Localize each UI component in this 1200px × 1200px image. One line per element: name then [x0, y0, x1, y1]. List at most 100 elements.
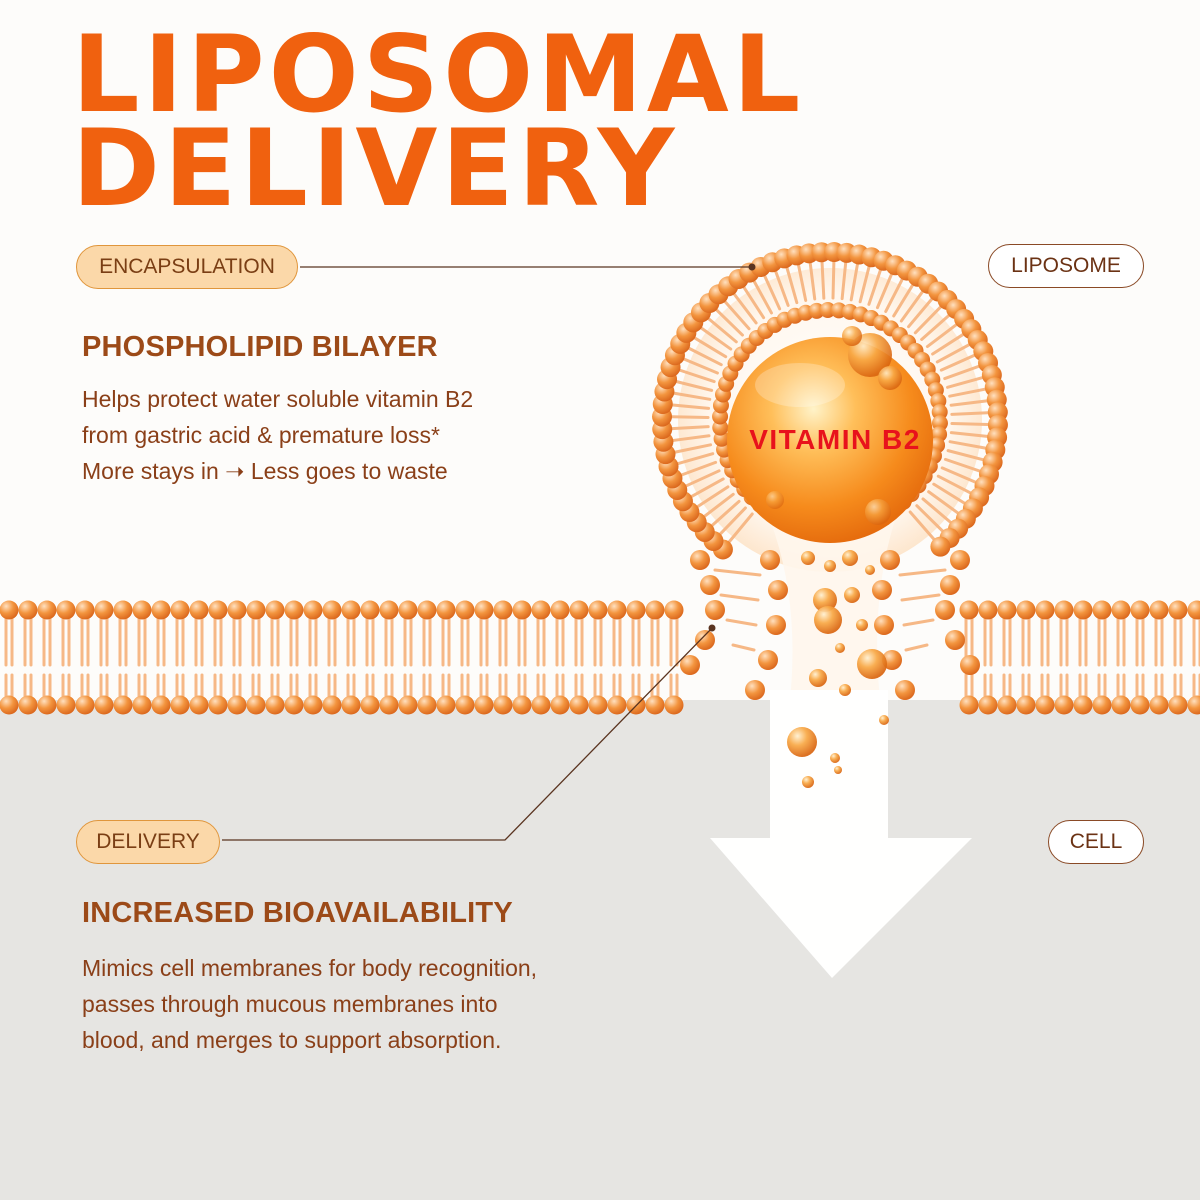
phospholipid-tail — [858, 265, 871, 304]
phospholipid-head — [170, 600, 190, 620]
background-top — [0, 0, 1200, 700]
phospholipid-head — [760, 550, 780, 570]
phospholipid-tail — [831, 260, 836, 300]
phospholipid-tail — [678, 368, 716, 384]
phospholipid-head — [690, 550, 710, 570]
phospholipid-tail — [899, 290, 924, 323]
phospholipid-head — [322, 600, 342, 620]
phospholipid-head — [322, 695, 342, 715]
phospholipid-tail — [670, 415, 710, 420]
phospholipid-tail — [670, 425, 710, 431]
phospholipid-head — [379, 600, 399, 620]
body-line: Helps protect water soluble vitamin B2 — [82, 386, 474, 412]
vitamin-droplet — [830, 753, 840, 763]
phospholipid-head — [978, 600, 998, 620]
vitamin-droplet — [839, 684, 851, 696]
phospholipid-tail — [875, 272, 893, 310]
phospholipid-head — [1187, 600, 1200, 620]
phospholipid-tail — [671, 403, 711, 410]
phospholipid-tail — [693, 336, 728, 359]
phospholipid-head — [882, 650, 902, 670]
vitamin-droplet — [824, 560, 836, 572]
phospholipid-head — [1187, 695, 1200, 715]
phospholipid-head — [895, 680, 915, 700]
phospholipid-head — [265, 695, 285, 715]
phospholipid-head — [151, 695, 171, 715]
phospholipid-head — [455, 695, 475, 715]
phospholipid-tail — [908, 510, 936, 541]
phospholipid-head — [645, 695, 665, 715]
phospholipid-bilayer-heading: PHOSPHOLIPID BILAYER — [82, 331, 438, 363]
phospholipid-head — [531, 695, 551, 715]
vitamin-droplet — [856, 619, 868, 631]
phospholipid-head — [303, 600, 323, 620]
phospholipid-head — [0, 600, 19, 620]
phospholipid-tail — [900, 593, 941, 602]
phospholipid-head — [930, 536, 951, 557]
phospholipid-head — [94, 600, 114, 620]
phospholipid-head — [75, 600, 95, 620]
delivery-leader-line — [222, 627, 713, 841]
phospholipid-tail — [699, 326, 733, 351]
phospholipid-head — [978, 695, 998, 715]
phospholipid-head — [766, 615, 786, 635]
phospholipid-head — [758, 650, 778, 670]
phospholipid-tail — [673, 443, 713, 454]
phospholipid-head — [1111, 600, 1131, 620]
vitamin-droplets — [787, 550, 889, 788]
phospholipid-head — [284, 695, 304, 715]
phospholipid-head — [872, 580, 892, 600]
vitamin-droplet — [801, 551, 815, 565]
phospholipid-head — [398, 600, 418, 620]
phospholipid-tail — [676, 452, 715, 466]
phospholipid-tail — [682, 357, 719, 375]
vitamin-droplet — [813, 588, 837, 612]
phospholipid-head — [1130, 695, 1150, 715]
phospholipid-head — [745, 680, 765, 700]
phospholipid-tail — [931, 333, 965, 356]
phospholipid-head — [474, 600, 494, 620]
phospholipid-tail — [935, 343, 971, 364]
delivery-arrow — [710, 690, 972, 978]
phospholipid-tail — [672, 391, 712, 401]
phospholipid-tail — [715, 308, 744, 337]
phospholipid-head — [246, 600, 266, 620]
phospholipid-head — [360, 600, 380, 620]
phospholipid-tail — [718, 506, 747, 536]
phospholipid-head — [588, 695, 608, 715]
vitamin-droplet — [809, 669, 827, 687]
phospholipid-head — [132, 695, 152, 715]
increased-bioavailability-heading: INCREASED BIOAVAILABILITY — [82, 897, 513, 929]
vitamin-droplet — [814, 606, 842, 634]
phospholipid-head — [664, 695, 684, 715]
phospholipid-tail — [946, 449, 985, 462]
phospholipid-tail — [849, 262, 859, 302]
phospholipid-tail — [675, 380, 714, 392]
phospholipid-head — [588, 600, 608, 620]
phospholipid-bilayer-text: Helps protect water soluble vitamin B2 f… — [82, 381, 473, 489]
phospholipid-head — [18, 600, 38, 620]
phospholipid-head — [246, 695, 266, 715]
phospholipid-tail — [902, 618, 935, 627]
phospholipid-head — [768, 580, 788, 600]
phospholipid-tail — [684, 469, 721, 488]
phospholipid-head — [512, 695, 532, 715]
phospholipid-head — [712, 419, 729, 436]
phospholipid-tail — [710, 499, 741, 527]
phospholipid-head — [398, 695, 418, 715]
phospholipid-tail — [719, 593, 760, 602]
phospholipid-head — [341, 600, 361, 620]
phospholipid-head — [931, 404, 948, 421]
vitamin-b2-sphere — [727, 326, 933, 543]
phospholipid-head — [189, 600, 209, 620]
phospholipid-head — [1054, 695, 1074, 715]
phospholipid-head — [493, 600, 513, 620]
phospholipid-tail — [943, 364, 981, 381]
phospholipid-head — [265, 600, 285, 620]
phospholipid-head — [436, 600, 456, 620]
body-line: from gastric acid & premature loss* — [82, 422, 440, 448]
phospholipid-head — [607, 695, 627, 715]
phospholipid-tail — [742, 285, 766, 320]
background-cell-region — [0, 700, 1200, 1200]
